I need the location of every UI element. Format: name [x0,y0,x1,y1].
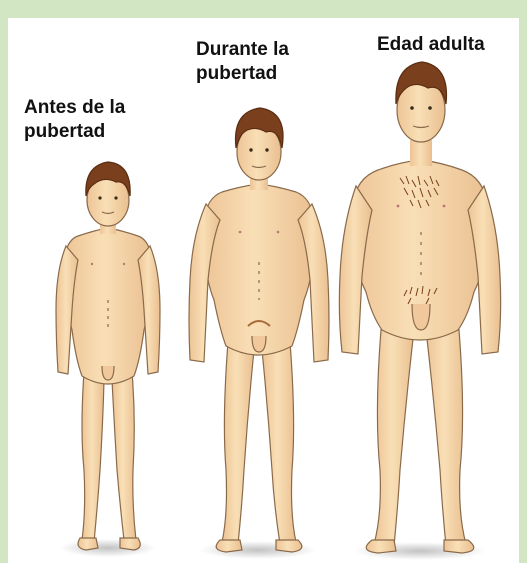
figure-teen [189,108,329,559]
label-adulthood: Edad adulta [377,33,485,57]
label-before-puberty: Antes de la pubertad [24,96,125,144]
figure-adult [339,62,500,560]
label-during-puberty: Durante la pubertad [196,38,289,86]
figure-child [56,162,160,557]
